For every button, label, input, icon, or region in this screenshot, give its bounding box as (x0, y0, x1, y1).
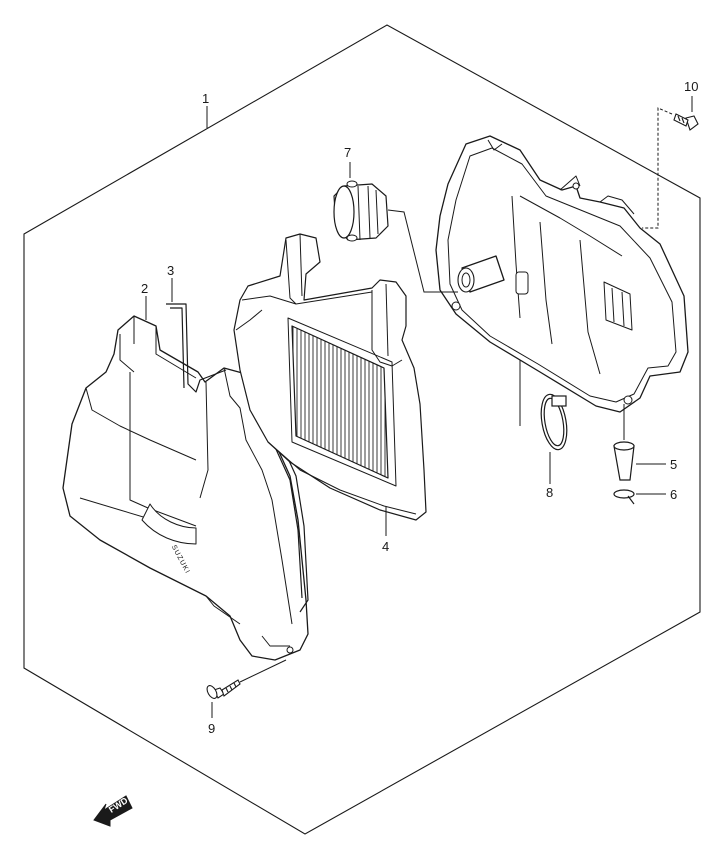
clamp-part (540, 393, 568, 451)
callout-6: 6 (670, 487, 678, 502)
callout-8: 8 (546, 485, 554, 500)
boot-connection-line (387, 209, 458, 293)
callout-7: 7 (344, 145, 352, 160)
screw-part-9 (206, 679, 241, 699)
clip-part (613, 489, 635, 505)
bolt-10-guide-line (642, 107, 673, 229)
bolt-part-10 (673, 113, 699, 131)
callout-3: 3 (167, 263, 175, 278)
callout-5: 5 (670, 457, 678, 472)
drain-plug-part (613, 404, 635, 481)
assembly-outline (23, 24, 701, 835)
intake-boot-part (333, 180, 389, 242)
callout-2: 2 (141, 281, 149, 296)
fwd-direction-arrow (93, 795, 133, 827)
callout-9: 9 (208, 721, 216, 736)
callout-4: 4 (382, 539, 390, 554)
screw-9-guide-line (239, 659, 287, 683)
front-cover-part (62, 315, 309, 661)
callout-10: 10 (684, 79, 699, 94)
air-cleaner-case-part (435, 135, 689, 413)
callout-1: 1 (202, 91, 210, 106)
filter-element-part (233, 233, 427, 521)
